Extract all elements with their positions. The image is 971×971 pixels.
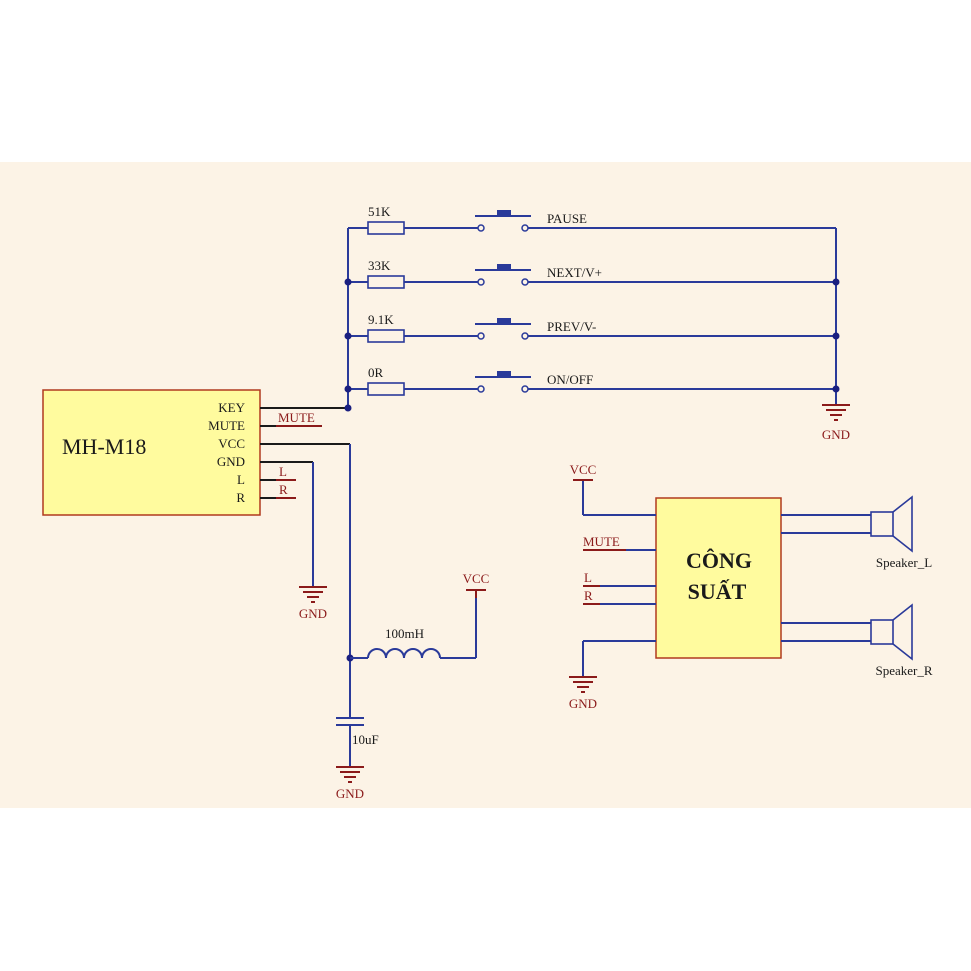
button-label-pause: PAUSE	[547, 211, 587, 226]
resistor-label-33k: 33K	[368, 258, 391, 273]
pin-mute-label: MUTE	[208, 418, 245, 433]
module-ground-symbol	[299, 586, 327, 603]
button-label-onoff: ON/OFF	[547, 372, 593, 387]
junction-dot	[344, 278, 352, 286]
junction-dot	[832, 385, 840, 393]
l-net-label: L	[279, 464, 287, 479]
capacitor-gnd-label: GND	[336, 786, 364, 801]
speaker-r-label: Speaker_R	[875, 663, 932, 678]
amp-gnd-label: GND	[569, 696, 597, 711]
pin-l-label: L	[237, 472, 245, 487]
module-title: MH-M18	[62, 434, 146, 459]
button-row-pause	[348, 210, 836, 235]
amp-vcc-label: VCC	[570, 462, 597, 477]
resistor-label-51k: 51K	[368, 204, 391, 219]
resistor-label-0r: 0R	[368, 365, 384, 380]
module-gnd-label: GND	[299, 606, 327, 621]
junction-dot	[344, 385, 352, 393]
speaker-l-label: Speaker_L	[876, 555, 932, 570]
amp-ground-symbol	[569, 676, 597, 693]
inductor-100mh	[367, 648, 441, 659]
junction-dot	[832, 278, 840, 286]
pin-gnd-label: GND	[217, 454, 245, 469]
mute-net-label: MUTE	[278, 410, 315, 425]
junction-dot	[832, 332, 840, 340]
pin-key-label: KEY	[218, 400, 245, 415]
capacitor-ground-symbol	[336, 766, 364, 783]
r-net-label: R	[279, 482, 288, 497]
right-gnd-label: GND	[822, 427, 850, 442]
amp-r-label: R	[584, 588, 593, 603]
junction-dot	[344, 404, 352, 412]
capacitor-label: 10uF	[352, 732, 379, 747]
vcc-label: VCC	[463, 571, 490, 586]
pin-vcc-label: VCC	[218, 436, 245, 451]
right-ground-symbol	[822, 404, 850, 421]
button-row-next	[348, 264, 836, 289]
amp-mute-label: MUTE	[583, 534, 620, 549]
junction-dot	[344, 332, 352, 340]
resistor-label-9-1k: 9.1K	[368, 312, 394, 327]
speaker-l-icon	[870, 495, 913, 553]
inductor-label: 100mH	[385, 626, 424, 641]
amplifier-title-line1: CÔNG	[686, 548, 752, 573]
speaker-r-icon	[870, 603, 913, 661]
amplifier-title-line2: SUẤT	[688, 579, 747, 604]
pin-r-label: R	[236, 490, 245, 505]
amp-l-label: L	[584, 570, 592, 585]
button-row-onoff	[348, 371, 836, 396]
mh-m18-module-box	[42, 389, 261, 516]
button-label-prev: PREV/V-	[547, 319, 596, 334]
button-label-next: NEXT/V+	[547, 265, 602, 280]
button-row-prev	[348, 318, 836, 343]
amplifier-box	[655, 497, 782, 659]
